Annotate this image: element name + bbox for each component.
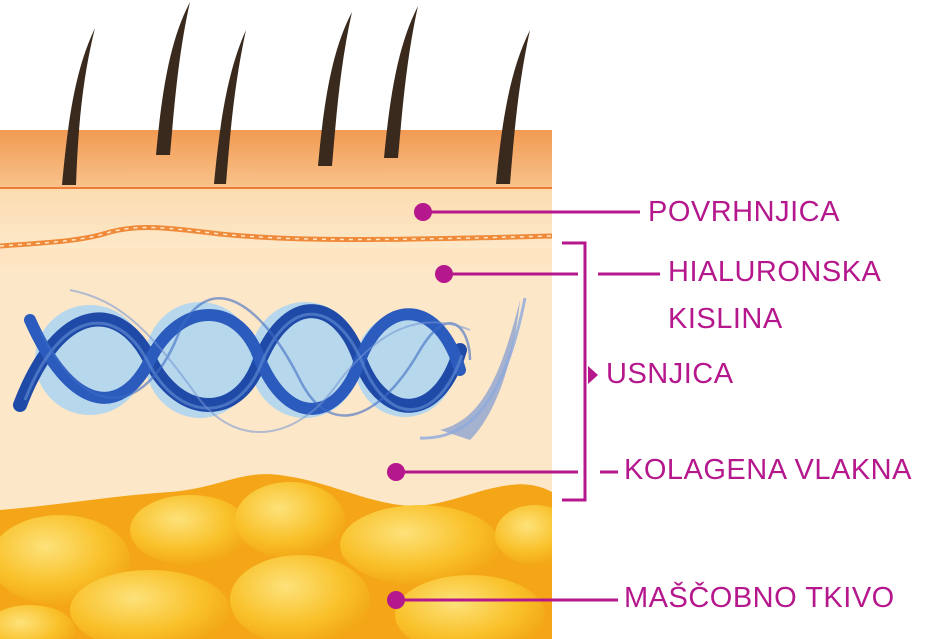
epidermis-label: POVRHNJICA [648,196,840,228]
label-connectors [387,203,660,609]
hair [156,2,190,155]
skin-surface [0,130,552,188]
hair [496,30,530,184]
dermis-bracket [562,241,587,502]
collagen-fibers-label: KOLAGENA VLAKNA [624,454,912,486]
hair [384,6,418,158]
hairs [62,2,530,185]
fat-cell [130,495,250,565]
bracket-arrow-icon [588,366,598,384]
fat-cell [395,575,545,639]
fat-cell [70,570,230,639]
dermis-label: USNJICA [606,358,734,390]
fat-cell [495,505,552,565]
fat-tissue-label: MAŠČOBNO TKIVO [624,582,895,614]
collagen-fiber-helix [13,289,527,440]
fat-cell [340,505,500,585]
hair [62,28,95,185]
fat-cell [235,482,345,558]
hair [318,12,352,166]
hair [214,30,246,184]
hyaluronic-acid-label-line1: HIALURONSKA [668,256,882,288]
hyaluronic-acid-label-line2: KISLINA [668,303,783,335]
fat-tissue-layer [0,474,552,639]
fat-cell [230,555,370,639]
fat-cell [0,605,75,639]
